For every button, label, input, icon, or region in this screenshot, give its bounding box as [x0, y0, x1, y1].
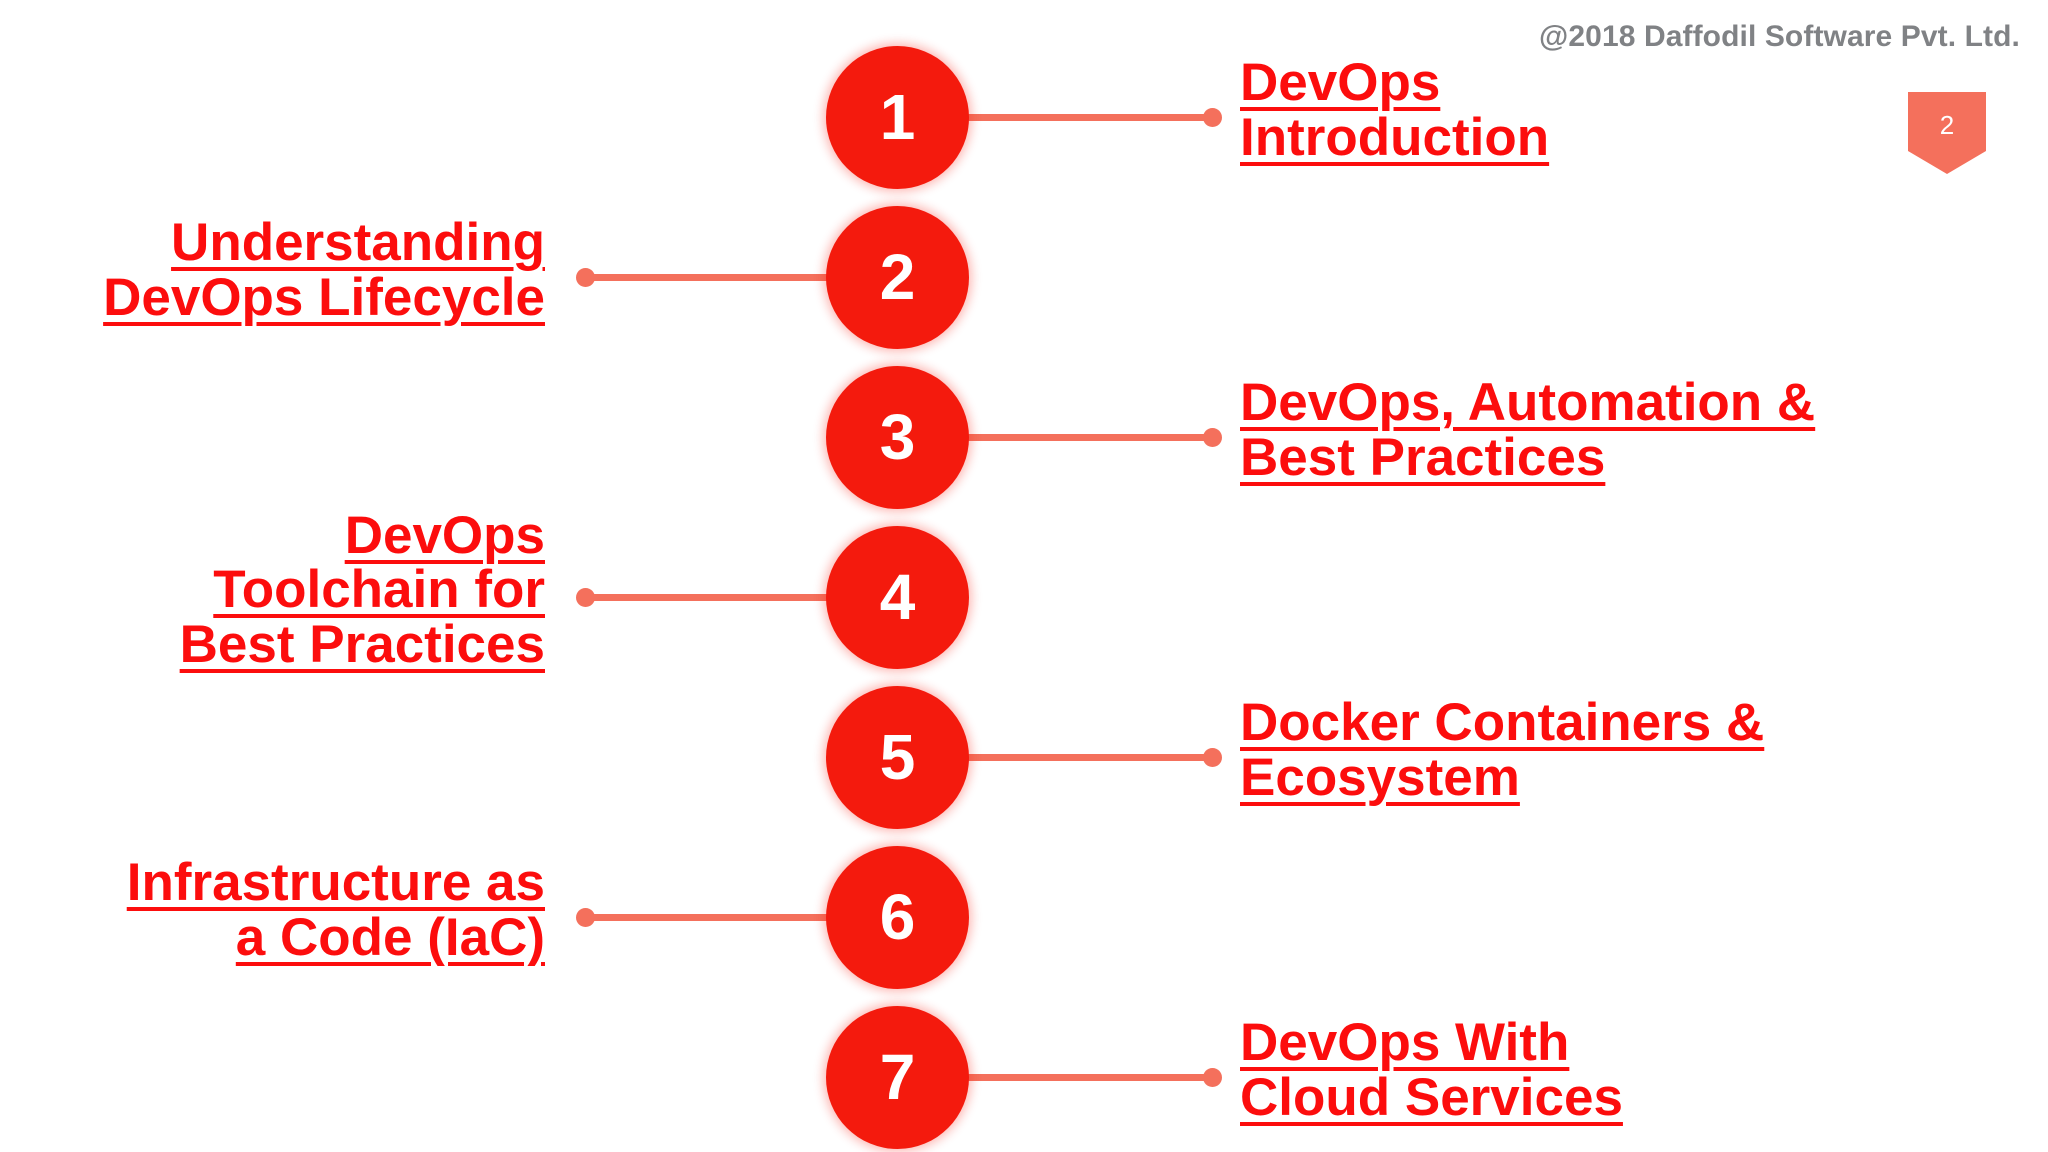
timeline-node-6[interactable]: 6 [825, 845, 969, 989]
timeline-node-number: 6 [879, 881, 916, 953]
connector-line-3 [962, 433, 1212, 441]
timeline-node-number: 3 [879, 401, 916, 473]
agenda-label-line: DevOps [1240, 53, 1441, 112]
timeline-node-3[interactable]: 3 [825, 365, 969, 509]
connector-dot-2 [575, 267, 595, 287]
connector-dot-1 [1202, 107, 1222, 127]
agenda-label-5[interactable]: Docker Containers &Ecosystem [1240, 693, 1765, 807]
agenda-label-line: Best Practices [1240, 427, 1606, 487]
agenda-label-line: Understanding [171, 213, 545, 272]
agenda-label-line: DevOps, Automation & [1240, 373, 1816, 432]
connector-line-2 [585, 273, 832, 281]
timeline-node-number: 1 [879, 81, 916, 153]
timeline-node-4[interactable]: 4 [825, 525, 969, 669]
page-number-label: 2 [1939, 110, 1955, 140]
timeline-node-5[interactable]: 5 [825, 685, 969, 829]
copyright-notice: @2018 Daffodil Software Pvt. Ltd. [1539, 20, 2020, 53]
connector-line-1 [962, 113, 1212, 121]
timeline-node-7[interactable]: 7 [825, 1005, 969, 1149]
timeline-node-number: 2 [879, 241, 916, 313]
agenda-label-line: a Code (IaC) [235, 907, 545, 967]
connector-dot-4 [575, 587, 595, 607]
timeline-node-number: 5 [879, 721, 916, 793]
page-number-badge: 2 [1908, 92, 1986, 174]
timeline-node-1[interactable]: 1 [825, 45, 969, 189]
timeline-node-number: 7 [879, 1041, 916, 1113]
connector-dot-6 [575, 907, 595, 927]
connector-line-7 [962, 1073, 1212, 1081]
connector-dot-5 [1202, 747, 1222, 767]
connector-line-4 [585, 593, 832, 601]
connector-line-5 [962, 753, 1212, 761]
timeline-node-number: 4 [879, 561, 916, 633]
agenda-label-line: Introduction [1240, 107, 1550, 167]
agenda-label-line: Cloud Services [1240, 1067, 1623, 1127]
agenda-label-3[interactable]: DevOps, Automation &Best Practices [1240, 373, 1816, 487]
agenda-label-line: Ecosystem [1240, 747, 1520, 807]
connector-dot-7 [1202, 1067, 1222, 1087]
agenda-label-line: DevOps Lifecycle [103, 267, 545, 327]
agenda-label-line: Infrastructure as [126, 853, 545, 912]
agenda-label-line: DevOps [344, 505, 545, 565]
agenda-label-line: Docker Containers & [1240, 693, 1765, 752]
timeline-node-2[interactable]: 2 [825, 205, 969, 349]
connector-dot-3 [1202, 427, 1222, 447]
connector-line-6 [585, 913, 832, 921]
agenda-label-line: DevOps With [1240, 1013, 1570, 1072]
agenda-label-line: Toolchain for [213, 560, 545, 620]
agenda-label-line: Best Practices [179, 614, 545, 674]
